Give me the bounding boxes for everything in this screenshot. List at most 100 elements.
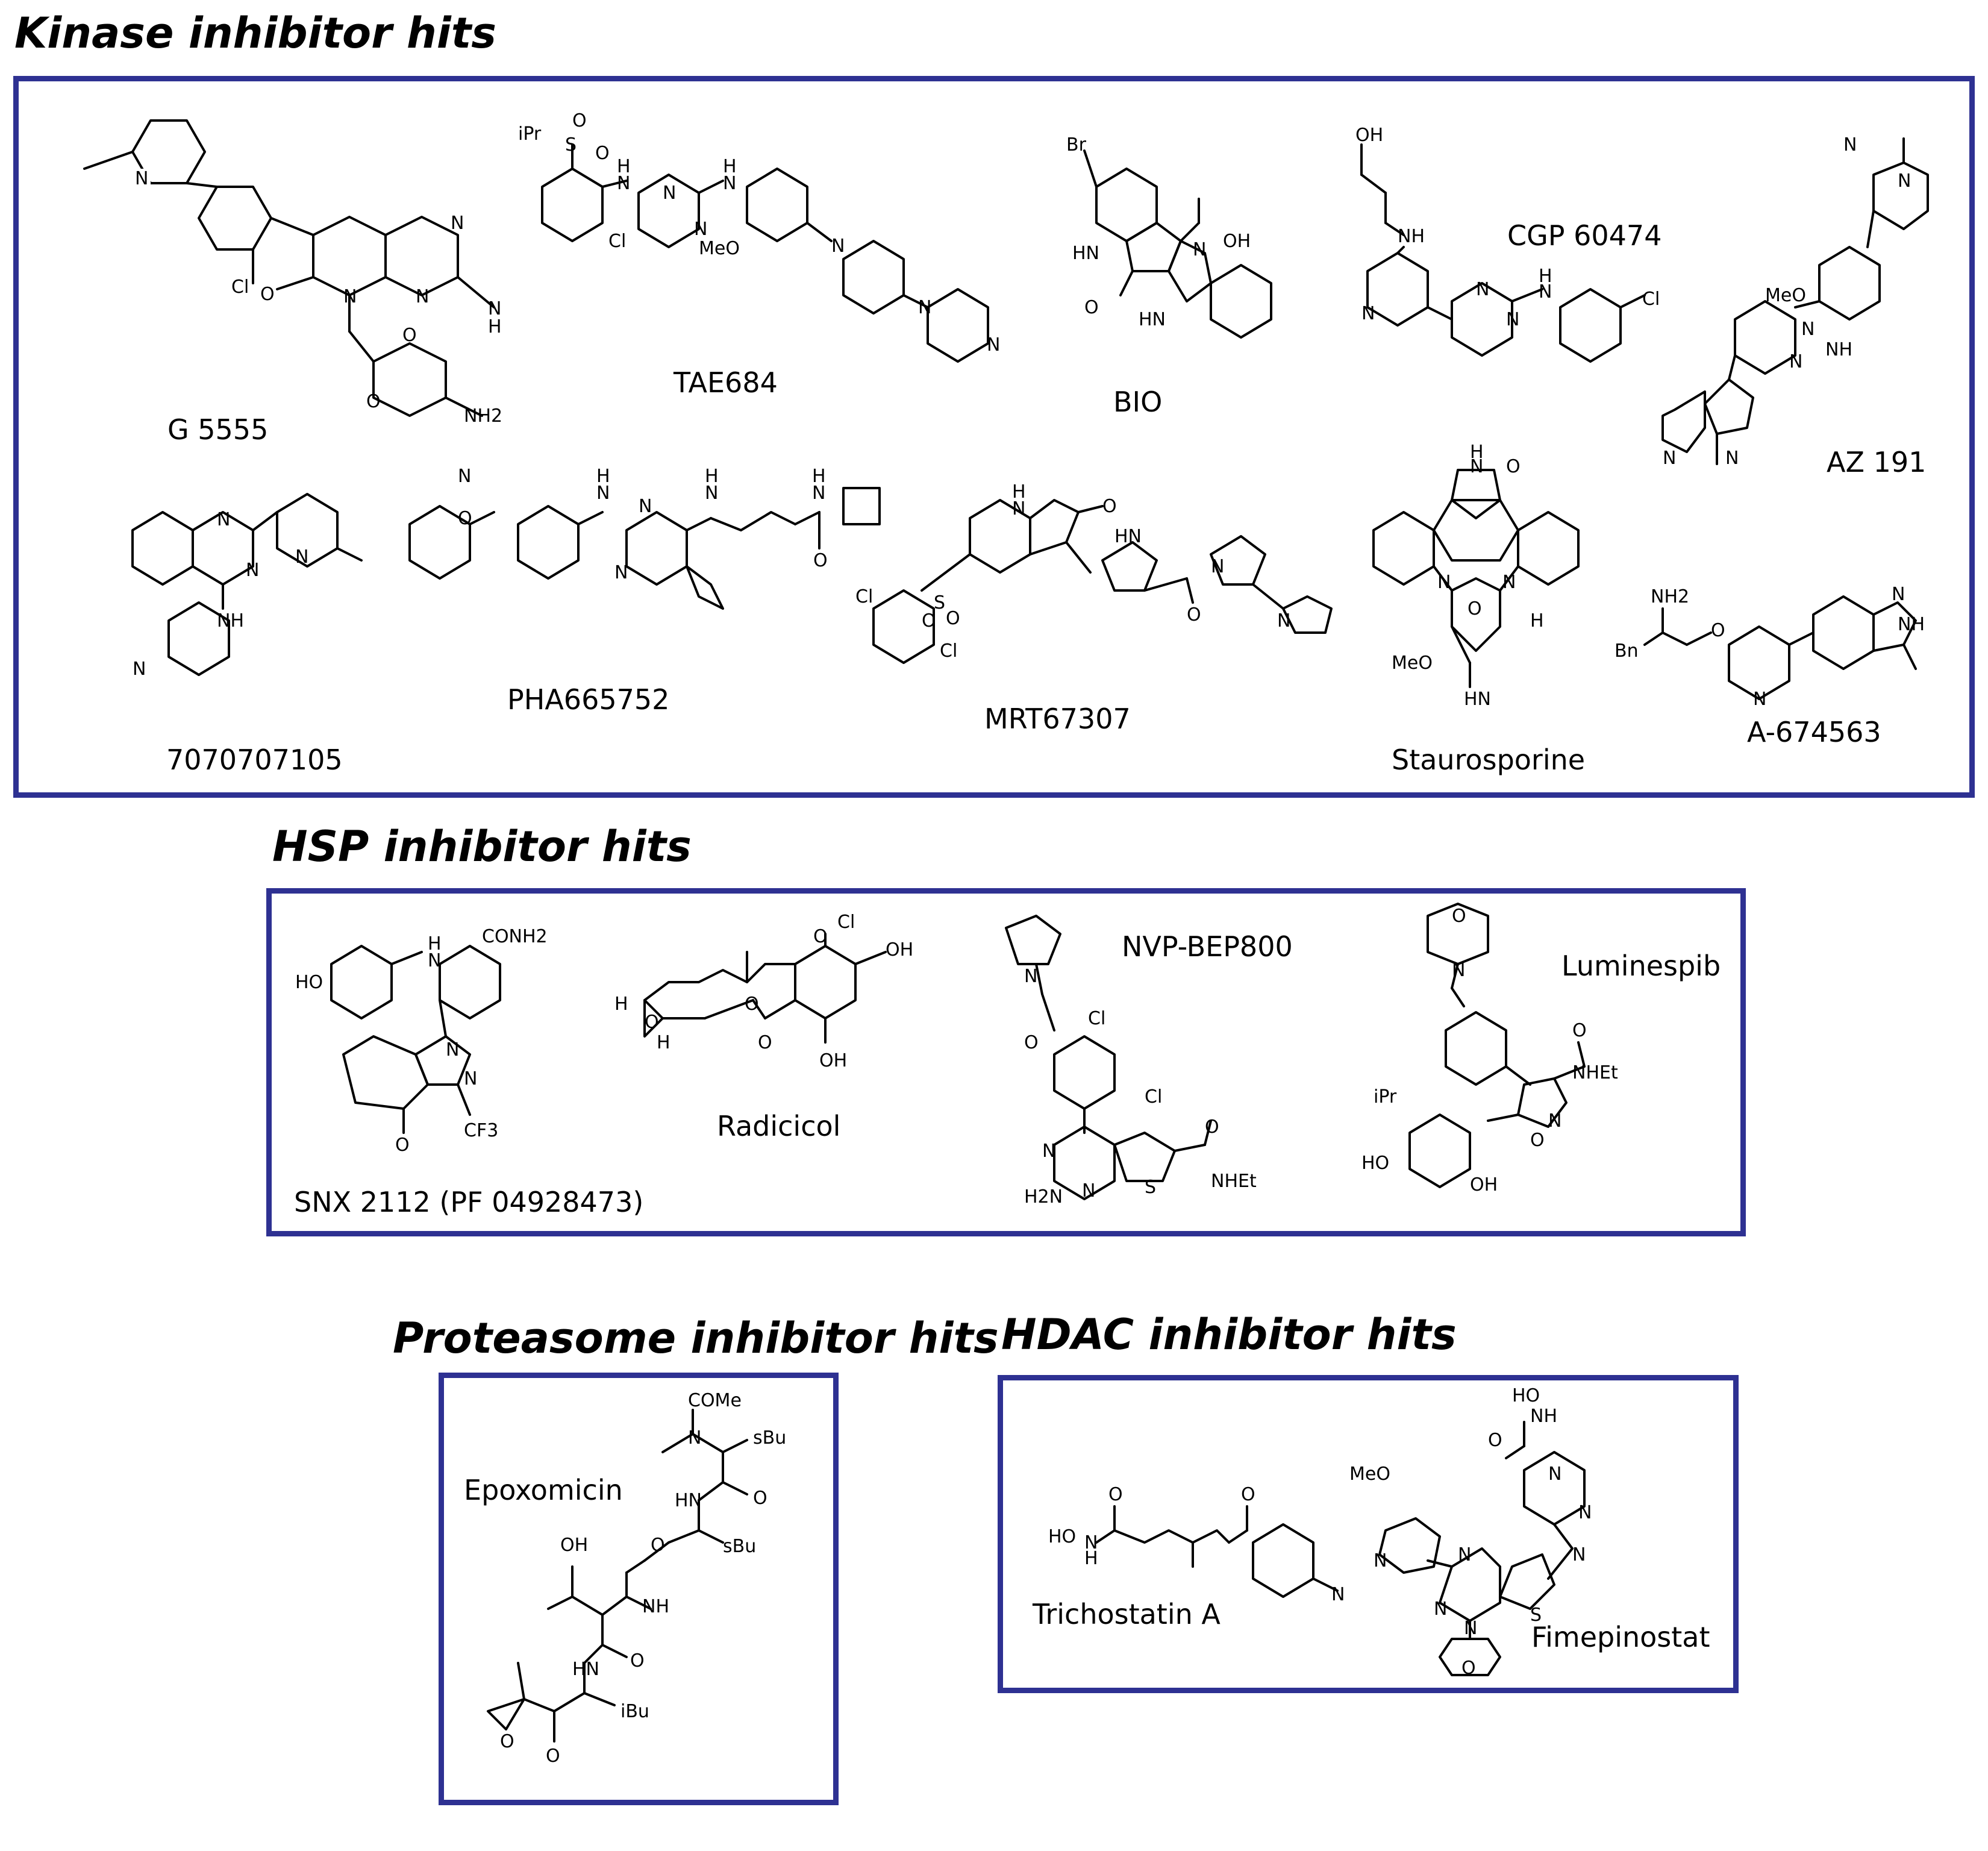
atom-label: O bbox=[1468, 598, 1482, 619]
atom-label: N bbox=[1374, 1550, 1387, 1571]
atom-label: H bbox=[812, 466, 826, 487]
kinase-panel bbox=[13, 76, 1975, 798]
structure-trichostatin-a: O HO N H O N bbox=[1048, 1482, 1374, 1605]
compound-name: MRT67307 bbox=[984, 703, 1131, 735]
atom-label: N bbox=[1898, 171, 1911, 192]
atom-label: O bbox=[758, 1032, 772, 1053]
compound-name: Luminespib bbox=[1561, 950, 1721, 982]
atom-label: N bbox=[663, 183, 676, 204]
atom-label: HN bbox=[1139, 309, 1166, 330]
atom-label: NH2 bbox=[1651, 586, 1689, 607]
atom-label: O bbox=[1187, 604, 1201, 625]
atom-label: N bbox=[458, 466, 471, 487]
atom-label: H bbox=[1084, 1548, 1098, 1569]
atom-label: NH bbox=[1825, 339, 1852, 360]
atom-label: N bbox=[705, 483, 718, 504]
atom-label: S bbox=[1145, 1177, 1156, 1198]
atom-label: O bbox=[1084, 297, 1099, 318]
atom-label: O bbox=[1024, 1032, 1039, 1053]
atom-label: N bbox=[617, 173, 630, 194]
atom-label: Bn bbox=[1614, 640, 1639, 662]
atom-label: N bbox=[1578, 1502, 1592, 1523]
atom-label: O bbox=[546, 1746, 560, 1767]
atom-label: H bbox=[657, 1032, 670, 1053]
atom-label: O bbox=[1711, 620, 1725, 641]
atom-label: Cl bbox=[1145, 1086, 1162, 1107]
atom-label: N bbox=[1211, 556, 1224, 577]
atom-label: O bbox=[753, 1488, 767, 1509]
compound-name: NVP-BEP800 bbox=[1122, 930, 1293, 963]
hdac-section-title: HDAC inhibitor hits bbox=[1001, 1310, 1457, 1359]
structure-fimepinostat: HO NH O N N N MeO N N N S N O bbox=[1349, 1385, 1687, 1679]
atom-label: NH2 bbox=[464, 406, 502, 427]
structure-mrt67307: H N O HN Cl S O O Cl O N N bbox=[849, 476, 1380, 693]
atom-label: HO bbox=[1512, 1385, 1540, 1406]
atom-label: H2N bbox=[1024, 1186, 1063, 1207]
atom-label: O bbox=[1452, 906, 1466, 927]
atom-label: N bbox=[1082, 1180, 1095, 1201]
atom-label: N bbox=[1193, 239, 1206, 260]
atom-label: Cl bbox=[1642, 289, 1660, 310]
atom-label: HO bbox=[1361, 1153, 1389, 1174]
atom-label: N bbox=[416, 286, 429, 307]
atom-label: sBu bbox=[723, 1536, 756, 1557]
atom-label: N bbox=[1361, 303, 1375, 324]
hsp-section-title: HSP inhibitor hits bbox=[272, 822, 692, 871]
atom-label: OH bbox=[560, 1535, 588, 1556]
atom-label: N bbox=[1084, 1532, 1098, 1553]
atom-label: N bbox=[688, 1427, 701, 1449]
atom-label: sBu bbox=[753, 1427, 786, 1449]
atom-label: N bbox=[1843, 134, 1857, 155]
atom-label: Cl bbox=[837, 912, 855, 933]
atom-label: H bbox=[488, 316, 502, 337]
atom-label: O bbox=[630, 1650, 645, 1671]
structure-luminespib: O N O NHEt iPr N O HO OH bbox=[1349, 898, 1639, 1211]
atom-label: N bbox=[1539, 281, 1552, 302]
atom-label: iPr bbox=[1374, 1086, 1397, 1107]
atom-label: N bbox=[133, 659, 146, 680]
atom-label: H bbox=[1530, 610, 1544, 631]
atom-label: N bbox=[723, 173, 736, 194]
atom-label: N bbox=[1801, 319, 1815, 340]
atom-label: H bbox=[1539, 266, 1552, 287]
atom-label: O bbox=[458, 508, 472, 529]
atom-label: N bbox=[614, 562, 628, 583]
structure-az191: N N MeO N N NH N N bbox=[1661, 127, 1929, 500]
proteasome-panel bbox=[439, 1373, 839, 1805]
atom-label: N bbox=[1725, 448, 1739, 469]
atom-label: N bbox=[343, 286, 357, 307]
structure-staurosporine: H N O N N O H MeO HN bbox=[1349, 434, 1627, 729]
compound-name: TAE684 bbox=[674, 366, 778, 399]
atom-label: N bbox=[1548, 1464, 1561, 1485]
atom-label: S bbox=[1530, 1605, 1542, 1626]
atom-label: MeO bbox=[1349, 1464, 1390, 1485]
atom-label: Br bbox=[1066, 134, 1087, 155]
atom-label: Cl bbox=[1088, 1008, 1105, 1029]
structure-epoxomicin: COMe N sBu HN O OH O sBu NH HN O O O iBu bbox=[470, 1390, 807, 1790]
atom-label: O bbox=[645, 1012, 659, 1033]
kinase-section-title: Kinase inhibitor hits bbox=[14, 8, 496, 58]
atom-label: NH bbox=[217, 610, 244, 631]
atom-label: H bbox=[614, 994, 628, 1015]
structure-snx2112: H N CONH2 HO N N CF3 O bbox=[295, 926, 548, 1169]
compound-name: A-674563 bbox=[1747, 716, 1881, 748]
atom-label: Cl bbox=[940, 640, 957, 662]
atom-label: N bbox=[1024, 966, 1037, 987]
atom-label: MeO bbox=[699, 238, 740, 259]
structure-cgp60474: OH NH N N N H N Cl bbox=[1337, 125, 1675, 380]
compound-name: Epoxomicin bbox=[464, 1474, 623, 1506]
atom-label: N bbox=[1042, 1141, 1055, 1162]
atom-label: O bbox=[402, 325, 417, 346]
atom-label: N bbox=[1458, 1544, 1471, 1565]
atom-label: N bbox=[1012, 498, 1025, 519]
atom-label: N bbox=[1277, 610, 1290, 631]
atom-label: OH bbox=[1470, 1174, 1498, 1195]
atom-label: NH bbox=[1530, 1406, 1557, 1427]
compound-name: Fimepinostat bbox=[1531, 1621, 1710, 1653]
atom-label: N bbox=[987, 334, 1000, 355]
atom-label: N bbox=[1331, 1584, 1345, 1605]
atom-label: N bbox=[246, 560, 259, 581]
structure-7070707105: N N N NH N bbox=[120, 482, 374, 687]
structure-nvpbep800: N O Cl Cl N N H2N S O NHEt bbox=[976, 904, 1289, 1217]
atom-label: HN bbox=[1464, 689, 1491, 710]
